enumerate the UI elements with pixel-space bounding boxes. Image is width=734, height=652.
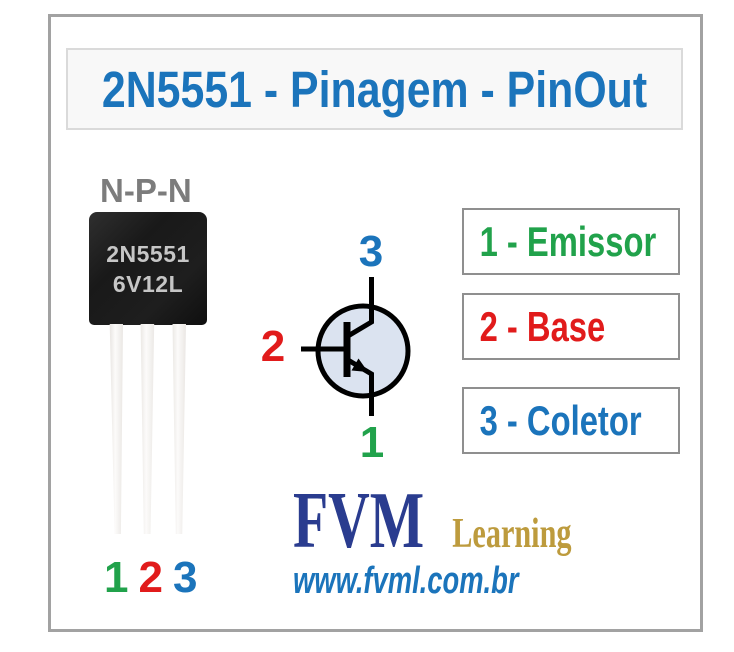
legend-box-base: 2 - Base bbox=[462, 293, 680, 360]
legend-box-coletor: 3 - Coletor bbox=[462, 387, 680, 454]
to92-package-body: 2N5551 6V12L bbox=[89, 212, 207, 325]
title-box: 2N5551 - Pinagem - PinOut bbox=[66, 48, 683, 130]
package-leg-3 bbox=[172, 324, 186, 534]
legend-label-coletor: 3 - Coletor bbox=[479, 396, 642, 444]
pin-number-1: 1 bbox=[104, 553, 129, 602]
package-marking-line1: 2N5551 bbox=[106, 241, 190, 267]
brand-suffix: Learning bbox=[452, 511, 572, 557]
package-marking-line2: 6V12L bbox=[112, 271, 184, 297]
brand-name: FVM bbox=[293, 477, 425, 565]
website-url: www.fvml.com.br bbox=[293, 560, 519, 602]
transistor-type-label: N-P-N bbox=[100, 172, 192, 209]
brand-logo: FVM Learning bbox=[293, 481, 572, 561]
symbol-pin-label-collector: 3 bbox=[358, 227, 384, 276]
legend-label-emissor: 1 - Emissor bbox=[479, 217, 657, 265]
symbol-pin-label-emitter: 1 bbox=[359, 418, 385, 467]
legend-label-base: 2 - Base bbox=[479, 302, 606, 350]
package-leg-2 bbox=[140, 324, 155, 534]
npn-transistor-symbol-icon bbox=[301, 277, 411, 416]
symbol-pin-label-base: 2 bbox=[260, 322, 286, 371]
legend-box-emissor: 1 - Emissor bbox=[462, 208, 680, 275]
page-title: 2N5551 - Pinagem - PinOut bbox=[101, 60, 648, 118]
pin-number-3: 3 bbox=[172, 553, 198, 602]
pin-number-2: 2 bbox=[138, 553, 163, 602]
package-pin-numbers: 1 2 3 bbox=[104, 556, 197, 600]
